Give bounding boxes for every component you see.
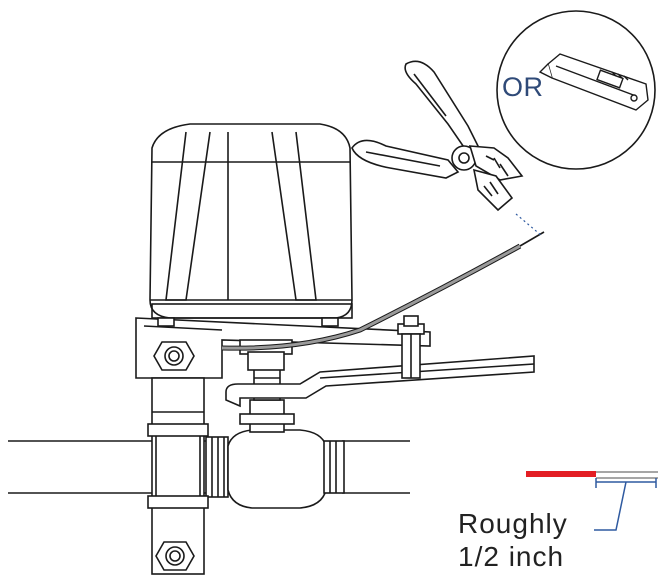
strip-length-note-line1: Roughly <box>458 508 568 539</box>
handle-clamp-screw <box>397 315 425 379</box>
valve-handle <box>225 355 535 408</box>
alternative-tool-callout <box>496 10 656 170</box>
dimension-bracket <box>594 478 657 531</box>
or-label: OR <box>502 72 544 102</box>
strip-length-note-line2: 1/2 inch <box>458 541 565 572</box>
power-cable <box>221 213 545 351</box>
wire-stripper-icon <box>351 60 524 212</box>
strip-length-indicator <box>526 471 658 531</box>
valve-actuator <box>149 123 353 327</box>
utility-knife-icon <box>538 53 649 111</box>
